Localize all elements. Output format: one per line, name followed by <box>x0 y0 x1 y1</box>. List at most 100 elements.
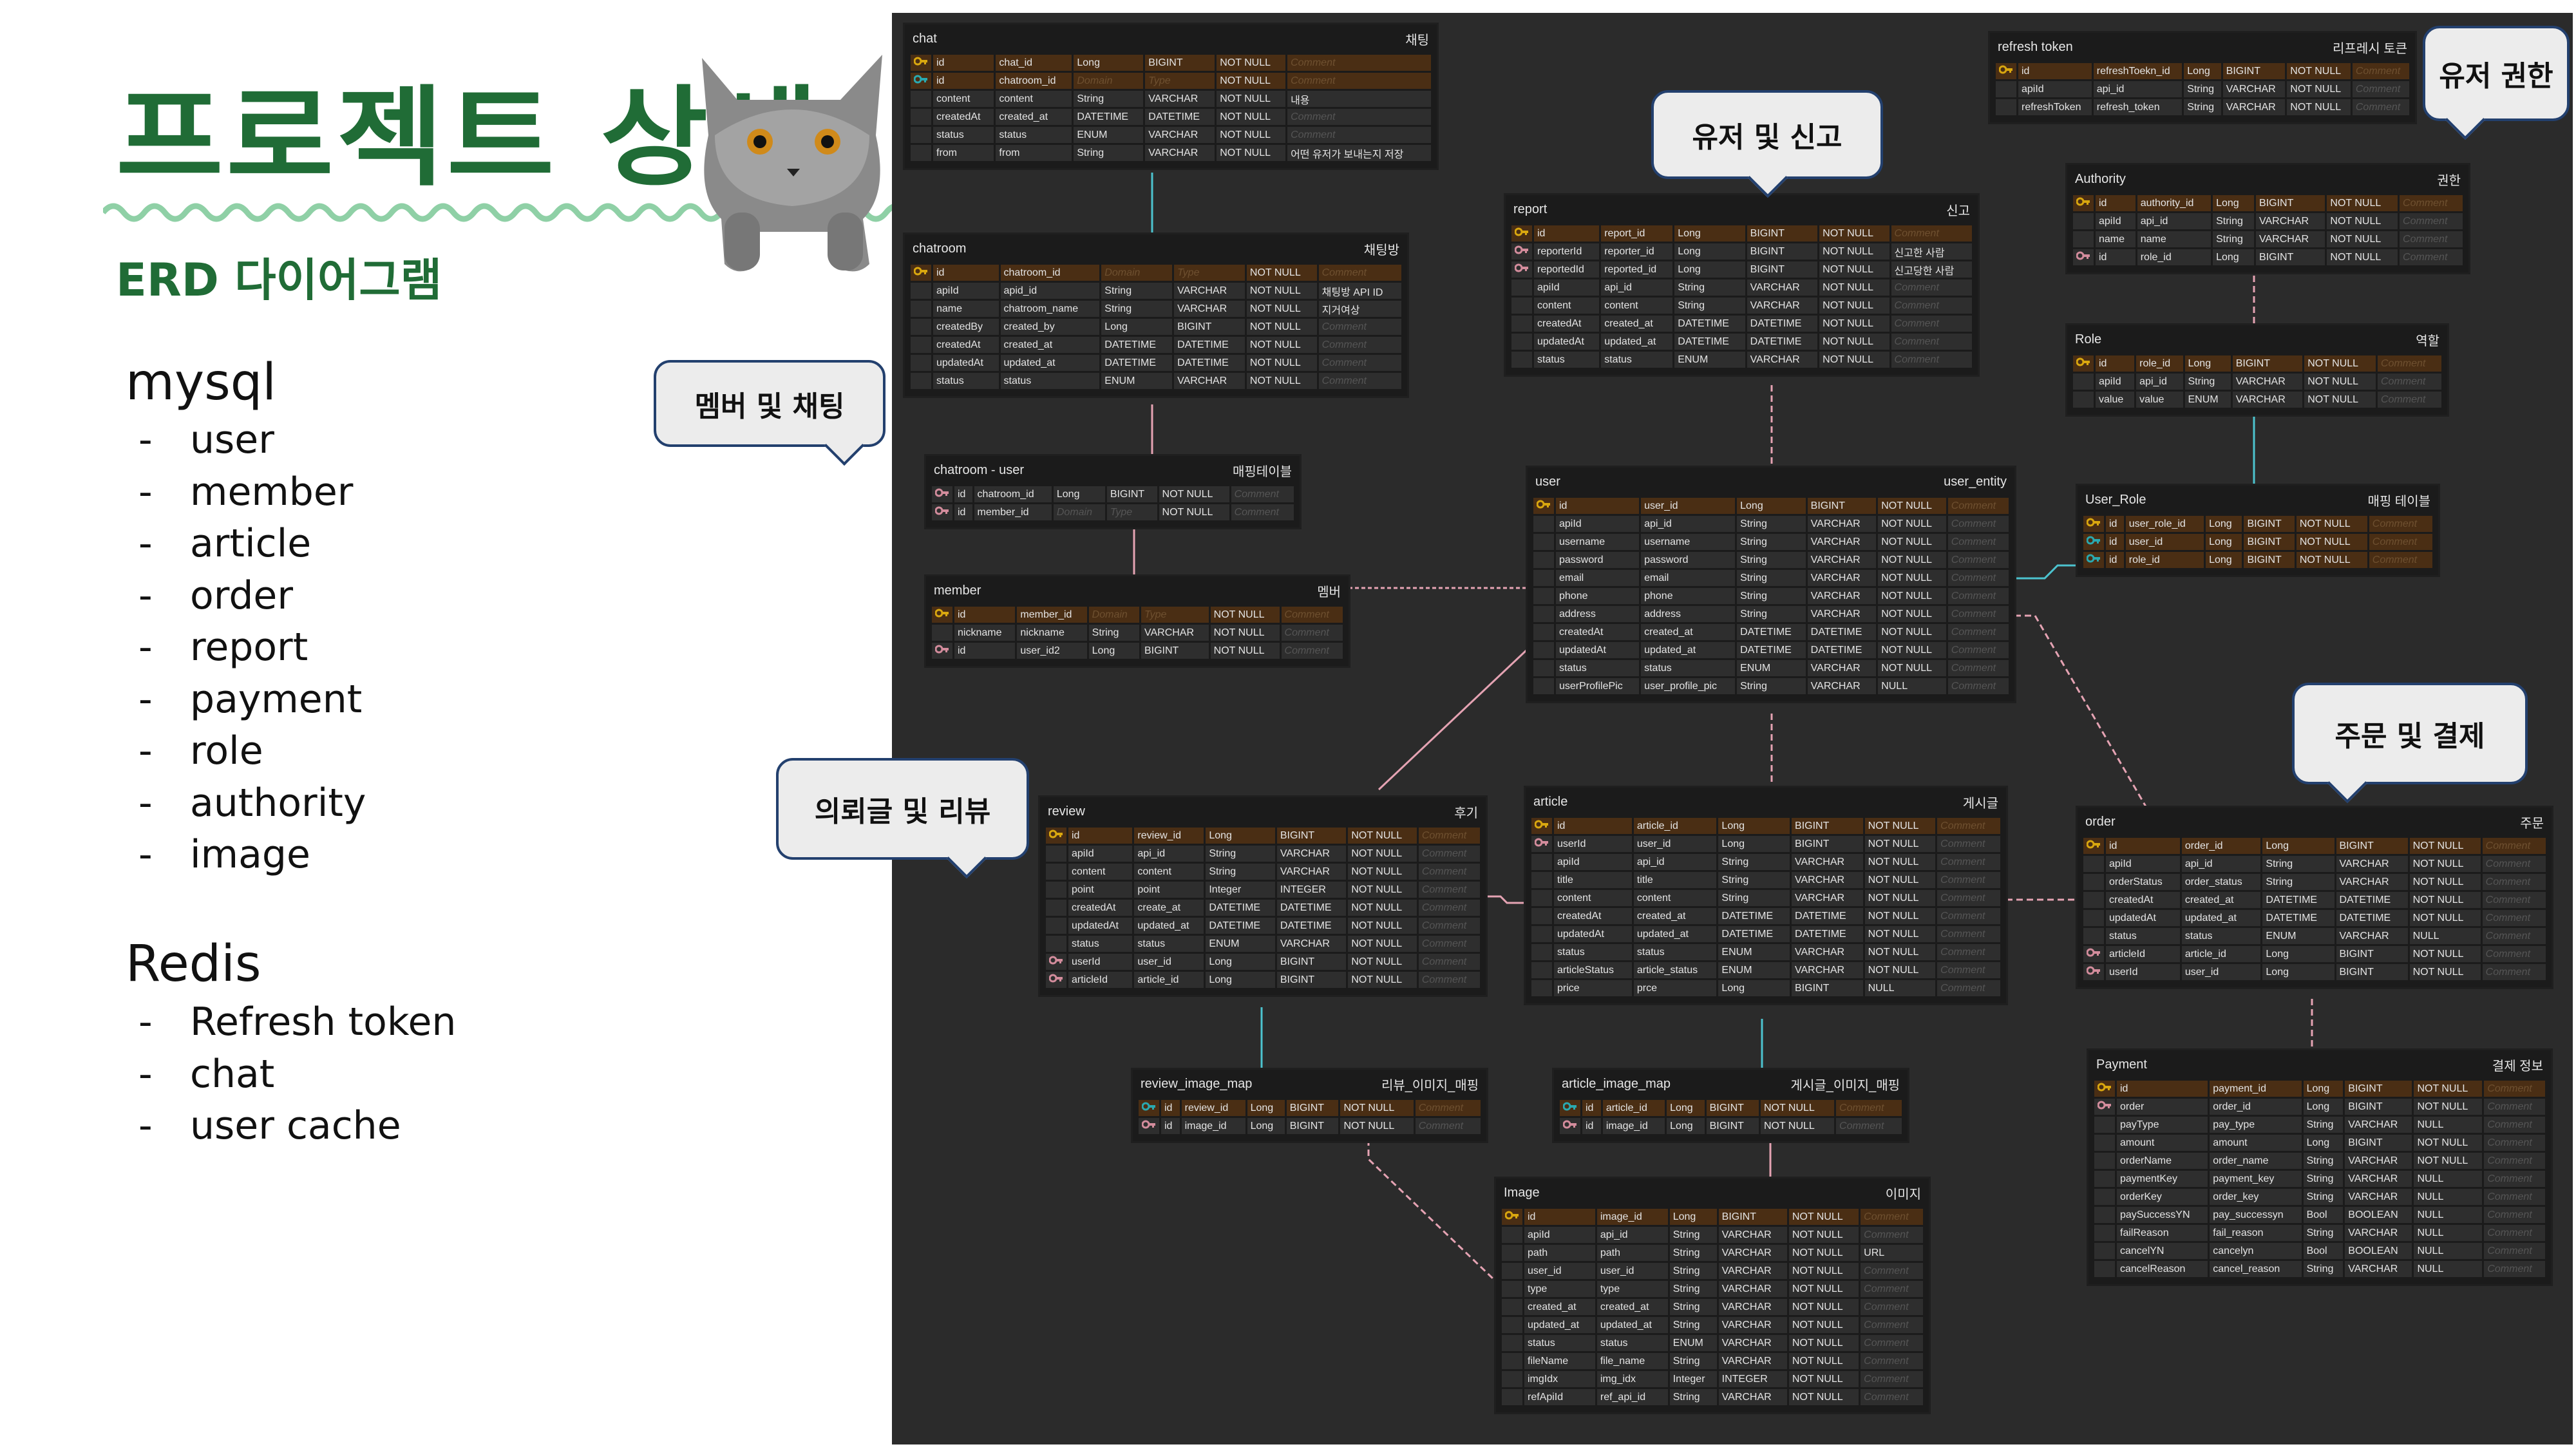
column-row[interactable]: idorder_idLongBIGINTNOT NULLComment <box>2083 838 2546 854</box>
column-row[interactable]: statusstatusENUMVARCHARNOT NULLComment <box>1511 352 1972 368</box>
column-row[interactable]: created_atcreated_atStringVARCHARNOT NUL… <box>1502 1299 1923 1315</box>
column-row[interactable]: createdAtcreated_atDATETIMEDATETIMENOT N… <box>911 109 1431 125</box>
column-row[interactable]: apiIdapi_idStringVARCHARNOT NULLComment <box>2083 856 2546 872</box>
column-row[interactable]: imgIdximg_idxIntegerINTEGERNOT NULLComme… <box>1502 1371 1923 1387</box>
erd-table-chatroom-user[interactable]: chatroom - user매핑테이블idchatroom_idLongBIG… <box>926 456 1300 527</box>
erd-table-chatroom[interactable]: chatroom채팅방idchatroom_idDomainTypeNOT NU… <box>905 234 1407 396</box>
column-row[interactable]: createdAtcreated_atDATETIMEDATETIMENOT N… <box>1511 316 1972 332</box>
column-row[interactable]: failReasonfail_reasonStringVARCHARNULLCo… <box>2094 1225 2545 1241</box>
column-row[interactable]: emailemailStringVARCHARNOT NULLComment <box>1533 570 2009 586</box>
column-row[interactable]: idimage_idLongBIGINTNOT NULLComment <box>1560 1118 1902 1134</box>
column-row[interactable]: updatedAtupdated_atDATETIMEDATETIMENOT N… <box>1531 926 2000 942</box>
column-row[interactable]: paySuccessYNpay_successynBoolBOOLEANNULL… <box>2094 1207 2545 1223</box>
column-row[interactable]: statusstatusENUMVARCHARNOT NULLComment <box>1531 944 2000 960</box>
column-row[interactable]: orderKeyorder_keyStringVARCHARNULLCommen… <box>2094 1189 2545 1205</box>
erd-table-review-image-map[interactable]: review_image_map리뷰_이미지_매핑idreview_idLong… <box>1133 1070 1486 1141</box>
column-row[interactable]: userIduser_idLongBIGINTNOT NULLComment <box>2083 964 2546 980</box>
erd-table-review[interactable]: review후기idreview_idLongBIGINTNOT NULLCom… <box>1040 797 1486 995</box>
column-row[interactable]: valuevalueENUMVARCHARNOT NULLComment <box>2073 392 2441 408</box>
column-row[interactable]: apiIdapi_idStringVARCHARNOT NULLComment <box>2073 213 2463 229</box>
column-row[interactable]: createdAtcreated_atDATETIMEDATETIMENOT N… <box>1533 624 2009 640</box>
column-row[interactable]: nicknamenicknameStringVARCHARNOT NULLCom… <box>932 625 1343 641</box>
column-row[interactable]: updatedAtupdated_atDATETIMEDATETIMENOT N… <box>1511 334 1972 350</box>
column-row[interactable]: apiIdapi_idStringVARCHARNOT NULLComment <box>1533 516 2009 532</box>
column-row[interactable]: updatedAtupdated_atDATETIMEDATETIMENOT N… <box>1046 918 1480 934</box>
column-row[interactable]: apiIdapi_idStringVARCHARNOT NULLComment <box>1531 854 2000 870</box>
column-row[interactable]: statusstatusENUMVARCHARNOT NULLComment <box>911 127 1431 143</box>
column-row[interactable]: apiIdapi_idStringVARCHARNOT NULLComment <box>2073 374 2441 390</box>
column-row[interactable]: idauthority_idLongBIGINTNOT NULLComment <box>2073 195 2463 211</box>
column-row[interactable]: paymentKeypayment_keyStringVARCHARNULLCo… <box>2094 1171 2545 1187</box>
column-row[interactable]: user_iduser_idStringVARCHARNOT NULLComme… <box>1502 1263 1923 1279</box>
column-row[interactable]: apiIdapid_idStringVARCHARNOT NULL채팅방 API… <box>911 283 1401 299</box>
column-row[interactable]: idmember_idDomainTypeNOT NULLComment <box>932 504 1294 520</box>
column-row[interactable]: articleStatusarticle_statusENUMVARCHARNO… <box>1531 962 2000 978</box>
column-row[interactable]: idmember_idDomainTypeNOT NULLComment <box>932 607 1343 623</box>
erd-table-report[interactable]: report신고idreport_idLongBIGINTNOT NULLCom… <box>1506 195 1978 375</box>
column-row[interactable]: articleIdarticle_idLongBIGINTNOT NULLCom… <box>1046 972 1480 988</box>
column-row[interactable]: idrole_idLongBIGINTNOT NULLComment <box>2073 249 2463 265</box>
column-row[interactable]: phonephoneStringVARCHARNOT NULLComment <box>1533 588 2009 604</box>
column-row[interactable]: articleIdarticle_idLongBIGINTNOT NULLCom… <box>2083 946 2546 962</box>
column-row[interactable]: updatedAtupdated_atDATETIMEDATETIMENOT N… <box>1533 642 2009 658</box>
column-row[interactable]: amountamountLongBIGINTNOT NULLComment <box>2094 1135 2545 1151</box>
column-row[interactable]: payTypepay_typeStringVARCHARNULLComment <box>2094 1117 2545 1133</box>
column-row[interactable]: userIduser_idLongBIGINTNOT NULLComment <box>1531 836 2000 852</box>
column-row[interactable]: apiIdapi_idStringVARCHARNOT NULLComment <box>1046 846 1480 862</box>
column-row[interactable]: titletitleStringVARCHARNOT NULLComment <box>1531 872 2000 888</box>
column-row[interactable]: idimage_idLongBIGINTNOT NULLComment <box>1502 1209 1923 1225</box>
column-row[interactable]: apiIdapi_idStringVARCHARNOT NULLComment <box>1996 81 2409 97</box>
column-row[interactable]: iduser_idLongBIGINTNOT NULLComment <box>2083 534 2432 550</box>
column-row[interactable]: idchat_idLongBIGINTNOT NULLComment <box>911 55 1431 71</box>
column-row[interactable]: statusstatusENUMVARCHARNOT NULLComment <box>911 373 1401 389</box>
column-row[interactable]: apiIdapi_idStringVARCHARNOT NULLComment <box>1511 279 1972 296</box>
column-row[interactable]: idreport_idLongBIGINTNOT NULLComment <box>1511 225 1972 242</box>
column-row[interactable]: idchatroom_idDomainTypeNOT NULLComment <box>911 265 1401 281</box>
column-row[interactable]: statusstatusENUMVARCHARNULLComment <box>2083 928 2546 944</box>
column-row[interactable]: reportedIdreported_idLongBIGINTNOT NULL신… <box>1511 261 1972 278</box>
column-row[interactable]: contentcontentStringVARCHARNOT NULLComme… <box>1531 890 2000 906</box>
erd-table-member[interactable]: member멤버idmember_idDomainTypeNOT NULLCom… <box>926 576 1349 666</box>
column-row[interactable]: apiIdapi_idStringVARCHARNOT NULLComment <box>1502 1227 1923 1243</box>
erd-table-image[interactable]: Image이미지idimage_idLongBIGINTNOT NULLComm… <box>1496 1179 1929 1412</box>
column-row[interactable]: idreview_idLongBIGINTNOT NULLComment <box>1139 1100 1481 1116</box>
column-row[interactable]: idrole_idLongBIGINTNOT NULLComment <box>2073 355 2441 372</box>
column-row[interactable]: idarticle_idLongBIGINTNOT NULLComment <box>1531 818 2000 834</box>
column-row[interactable]: namenameStringVARCHARNOT NULLComment <box>2073 231 2463 247</box>
column-row[interactable]: createdAtcreate_atDATETIMEDATETIMENOT NU… <box>1046 900 1480 916</box>
column-row[interactable]: userProfilePicuser_profile_picStringVARC… <box>1533 678 2009 694</box>
erd-table-authority[interactable]: Authority권한idauthority_idLongBIGINTNOT N… <box>2067 165 2468 272</box>
column-row[interactable]: idchatroom_idLongBIGINTNOT NULLComment <box>932 486 1294 502</box>
column-row[interactable]: refApiIdref_api_idStringVARCHARNOT NULLC… <box>1502 1389 1923 1405</box>
column-row[interactable]: createdBycreated_byLongBIGINTNOT NULLCom… <box>911 319 1401 335</box>
column-row[interactable]: priceprceLongBIGINTNULLComment <box>1531 980 2000 996</box>
column-row[interactable]: createdAtcreated_atDATETIMEDATETIMENOT N… <box>2083 892 2546 908</box>
column-row[interactable]: updated_atupdated_atStringVARCHARNOT NUL… <box>1502 1317 1923 1333</box>
column-row[interactable]: namechatroom_nameStringVARCHARNOT NULL지거… <box>911 301 1401 317</box>
column-row[interactable]: contentcontentStringVARCHARNOT NULL내용 <box>911 91 1431 107</box>
column-row[interactable]: refreshTokenrefresh_tokenStringVARCHARNO… <box>1996 99 2409 115</box>
erd-table-user-role[interactable]: User_Role매핑 테이블iduser_role_idLongBIGINTN… <box>2078 486 2438 575</box>
column-row[interactable]: idpayment_idLongBIGINTNOT NULLComment <box>2094 1081 2545 1097</box>
column-row[interactable]: fromfromStringVARCHARNOT NULL어떤 유저가 보내는지… <box>911 145 1431 161</box>
erd-table-refresh-token[interactable]: refresh token리프레시 토큰idrefreshToekn_idLon… <box>1990 33 2415 122</box>
column-row[interactable]: passwordpasswordStringVARCHARNOT NULLCom… <box>1533 552 2009 568</box>
column-row[interactable]: updatedAtupdated_atDATETIMEDATETIMENOT N… <box>2083 910 2546 926</box>
column-row[interactable]: contentcontentStringVARCHARNOT NULLComme… <box>1046 864 1480 880</box>
column-row[interactable]: contentcontentStringVARCHARNOT NULLComme… <box>1511 298 1972 314</box>
column-row[interactable]: idrole_idLongBIGINTNOT NULLComment <box>2083 552 2432 568</box>
column-row[interactable]: pathpathStringVARCHARNOT NULLURL <box>1502 1245 1923 1261</box>
column-row[interactable]: statusstatusENUMVARCHARNOT NULLComment <box>1046 936 1480 952</box>
erd-table-payment[interactable]: Payment결제 정보idpayment_idLongBIGINTNOT NU… <box>2088 1050 2551 1284</box>
column-row[interactable]: typetypeStringVARCHARNOT NULLComment <box>1502 1281 1923 1297</box>
column-row[interactable]: idrefreshToekn_idLongBIGINTNOT NULLComme… <box>1996 63 2409 79</box>
erd-table-user[interactable]: useruser_entityiduser_idLongBIGINTNOT NU… <box>1528 468 2014 701</box>
column-row[interactable]: createdAtcreated_atDATETIMEDATETIMENOT N… <box>911 337 1401 353</box>
column-row[interactable]: idimage_idLongBIGINTNOT NULLComment <box>1139 1118 1481 1134</box>
erd-table-article[interactable]: article게시글idarticle_idLongBIGINTNOT NULL… <box>1526 788 2006 1003</box>
erd-table-role[interactable]: Role역할idrole_idLongBIGINTNOT NULLComment… <box>2067 325 2447 415</box>
erd-table-chat[interactable]: chat채팅idchat_idLongBIGINTNOT NULLComment… <box>905 24 1437 168</box>
column-row[interactable]: userIduser_idLongBIGINTNOT NULLComment <box>1046 954 1480 970</box>
column-row[interactable]: orderNameorder_nameStringVARCHARNOT NULL… <box>2094 1153 2545 1169</box>
column-row[interactable]: updatedAtupdated_atDATETIMEDATETIMENOT N… <box>911 355 1401 371</box>
